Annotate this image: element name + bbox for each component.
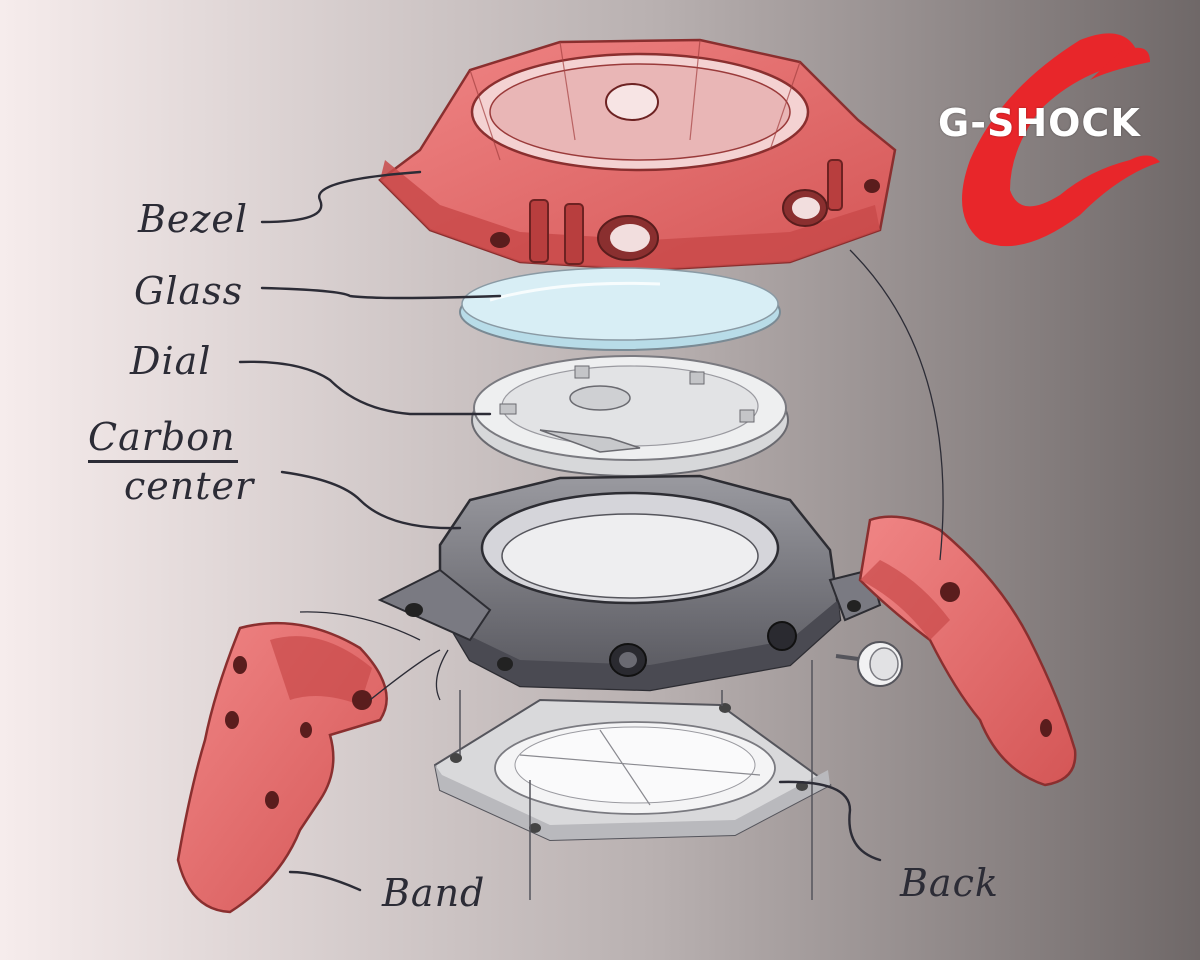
g-shock-logo-text: G-SHOCK	[938, 101, 1141, 145]
assembly-guide-lines	[299, 249, 944, 701]
dial-part	[471, 355, 789, 477]
dial-leader	[238, 360, 492, 416]
center-leader	[280, 470, 462, 530]
bezel-part	[378, 38, 897, 272]
band-leader	[288, 870, 362, 892]
back-plate-part	[433, 660, 832, 900]
carbon-center-label-group: Carbon center	[88, 418, 254, 505]
dial-label: Dial	[130, 339, 212, 383]
glass-label: Glass	[134, 269, 244, 313]
label-leader-lines	[238, 170, 882, 892]
glass-part	[459, 267, 781, 351]
back-label: Back	[900, 861, 999, 905]
carbon-center-part	[377, 474, 903, 692]
band-label: Band	[382, 871, 486, 915]
g-shock-logo-swoosh	[962, 33, 1160, 247]
bezel-label: Bezel	[138, 197, 249, 241]
left-band-part	[176, 621, 441, 914]
carbon-label: Carbon	[88, 418, 238, 463]
glass-leader	[260, 286, 502, 300]
back-leader	[778, 780, 882, 862]
bezel-leader	[260, 170, 422, 224]
center-label: center	[124, 464, 255, 508]
right-band-part	[858, 515, 1077, 787]
